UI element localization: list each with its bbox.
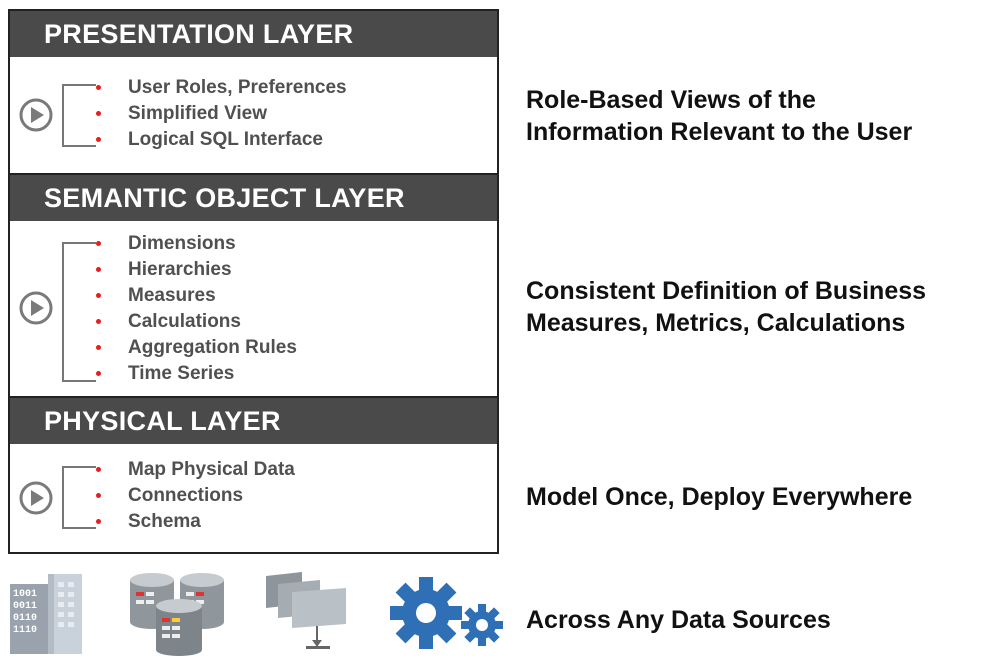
item-label: Schema xyxy=(128,511,201,532)
caption-line: Across Any Data Sources xyxy=(526,606,831,634)
presentation-caption: Role-Based Views of the Information Rele… xyxy=(526,84,912,148)
data-sources-caption: Across Any Data Sources xyxy=(526,604,831,636)
bracket xyxy=(62,242,96,382)
presentation-layer-header: PRESENTATION LAYER xyxy=(10,11,497,57)
bullet-dot xyxy=(96,519,101,524)
bullet-dot xyxy=(96,319,101,324)
semantic-caption: Consistent Definition of Business Measur… xyxy=(526,275,926,339)
database-cylinders-icon xyxy=(130,573,224,656)
caption-line: Information Relevant to the User xyxy=(526,118,913,146)
divider xyxy=(10,396,497,398)
play-icon[interactable] xyxy=(18,480,54,516)
item-label: Time Series xyxy=(128,363,235,384)
bullet-dot xyxy=(96,293,101,298)
semantic-layer-header: SEMANTIC OBJECT LAYER xyxy=(10,175,497,221)
bracket xyxy=(62,84,96,147)
bullet-dot xyxy=(96,467,101,472)
divider xyxy=(10,173,497,175)
building-data-icon: 1001 0011 0110 1110 xyxy=(10,574,82,654)
item-label: Calculations xyxy=(128,311,241,332)
play-icon[interactable] xyxy=(18,290,54,326)
bullet-dot xyxy=(96,137,101,142)
bullet-dot xyxy=(96,241,101,246)
item-label: Connections xyxy=(128,485,244,506)
bullet-dot xyxy=(96,345,101,350)
physical-layer-body: Map Physical Data Connections Schema xyxy=(10,444,497,552)
item-label: Simplified View xyxy=(128,103,268,124)
caption-line: Model Once, Deploy Everywhere xyxy=(526,483,913,511)
binary-text: 1110 xyxy=(13,625,37,636)
caption-line: Consistent Definition of Business xyxy=(526,277,927,305)
folder-stack-icon xyxy=(266,572,346,649)
item-label: User Roles, Preferences xyxy=(128,77,347,98)
item-label: Map Physical Data xyxy=(128,459,295,480)
caption-line: Measures, Metrics, Calculations xyxy=(526,309,906,337)
bullet-dot xyxy=(96,111,101,116)
bullet-dot xyxy=(96,267,101,272)
bullet-dot xyxy=(96,493,101,498)
presentation-layer-body: User Roles, Preferences Simplified View … xyxy=(10,57,497,173)
physical-caption: Model Once, Deploy Everywhere xyxy=(526,481,912,513)
physical-layer-header: PHYSICAL LAYER xyxy=(10,398,497,444)
binary-text: 0110 xyxy=(13,613,37,624)
binary-text: 1001 xyxy=(13,589,37,600)
play-icon[interactable] xyxy=(18,97,54,133)
semantic-layer-body: Dimensions Hierarchies Measures Calculat… xyxy=(10,221,497,396)
bullet-dot xyxy=(96,371,101,376)
item-label: Dimensions xyxy=(128,233,236,254)
caption-line: Role-Based Views of the xyxy=(526,86,816,114)
layer-stack: PRESENTATION LAYER User Roles, Preferenc… xyxy=(8,9,499,554)
item-label: Logical SQL Interface xyxy=(128,129,323,150)
binary-text: 0011 xyxy=(13,601,37,612)
item-label: Aggregation Rules xyxy=(128,337,297,358)
bracket xyxy=(62,466,96,529)
gears-icon xyxy=(390,577,503,649)
bullet-dot xyxy=(96,85,101,90)
item-label: Measures xyxy=(128,285,216,306)
item-label: Hierarchies xyxy=(128,259,232,280)
